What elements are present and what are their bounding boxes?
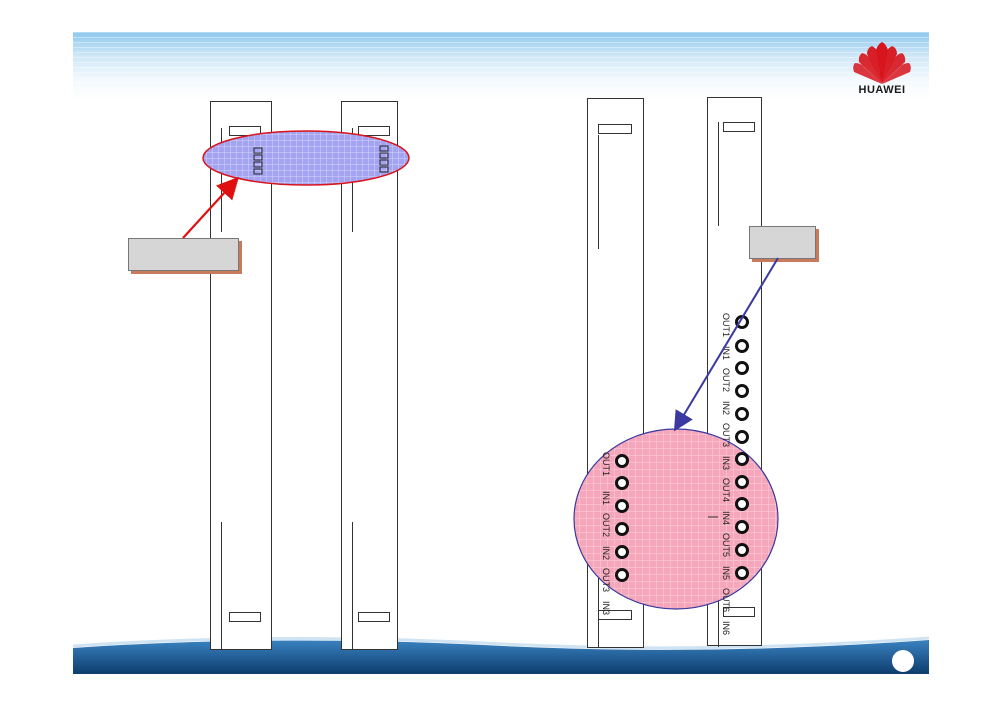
board-1-bottom-latch xyxy=(229,612,261,622)
port-label: IN3 xyxy=(601,600,611,615)
board-2-top-latch xyxy=(358,126,390,136)
port-label: OUT2 xyxy=(721,368,731,393)
port-circle xyxy=(615,522,629,536)
port-label: OUT2 xyxy=(601,513,611,538)
port-circle xyxy=(735,339,749,353)
port-circle xyxy=(735,475,749,489)
board-3-port-labels: OUT1 IN1 OUT2 IN2 OUT3 IN3 xyxy=(601,452,611,621)
port-circle xyxy=(735,384,749,398)
board-4-bottom-latch xyxy=(723,607,755,617)
board-2 xyxy=(341,101,398,650)
port-label: OUT3 xyxy=(601,568,611,593)
port-circle xyxy=(735,452,749,466)
arrow-red xyxy=(182,176,239,239)
port-circle xyxy=(735,497,749,511)
port-circle xyxy=(615,568,629,582)
port-label: OUT3 xyxy=(721,423,731,448)
port-label: OUT1 xyxy=(601,452,611,477)
port-circle xyxy=(615,454,629,468)
port-label: IN6 xyxy=(721,620,731,635)
arrow-blue xyxy=(673,257,779,432)
header-stripes xyxy=(73,32,929,100)
port-label: OUT6 xyxy=(721,588,731,613)
port-circle xyxy=(735,361,749,375)
page-number-badge xyxy=(892,650,914,672)
port-circle xyxy=(615,499,629,513)
board-4-top-latch xyxy=(723,122,755,132)
huawei-logo: HUAWEI xyxy=(843,38,921,102)
port-circle xyxy=(735,407,749,421)
board-3-top-latch xyxy=(598,124,632,134)
board-3-bottom-latch xyxy=(598,610,632,620)
port-label: OUT4 xyxy=(721,478,731,503)
port-label: IN4 xyxy=(721,510,731,525)
header-band xyxy=(73,32,929,100)
callout-box-left xyxy=(128,238,239,271)
callout-box-right xyxy=(749,226,816,259)
port-label: OUT1 xyxy=(721,313,731,338)
port-label: IN3 xyxy=(721,455,731,470)
highlight-ellipse-blue xyxy=(202,130,410,186)
footer-band xyxy=(73,636,929,674)
port-label: IN1 xyxy=(721,345,731,360)
port-label: IN2 xyxy=(721,400,731,415)
port-circle xyxy=(615,545,629,559)
port-circle xyxy=(735,520,749,534)
port-label: IN1 xyxy=(601,490,611,505)
board-2-bottom-latch xyxy=(358,612,390,622)
huawei-petals-icon xyxy=(853,42,911,84)
port-label: OUT5 xyxy=(721,533,731,558)
board-4-port-labels: OUT1 IN1 OUT2 IN2 OUT3 IN3 OUT4 IN4 OUT5… xyxy=(721,313,731,641)
port-label: IN5 xyxy=(721,565,731,580)
port-circle xyxy=(735,566,749,580)
port-label: IN2 xyxy=(601,545,611,560)
port-circle xyxy=(735,430,749,444)
port-circle xyxy=(735,543,749,557)
logo-text: HUAWEI xyxy=(858,84,906,96)
port-circle xyxy=(615,476,629,490)
board-1 xyxy=(210,101,272,650)
